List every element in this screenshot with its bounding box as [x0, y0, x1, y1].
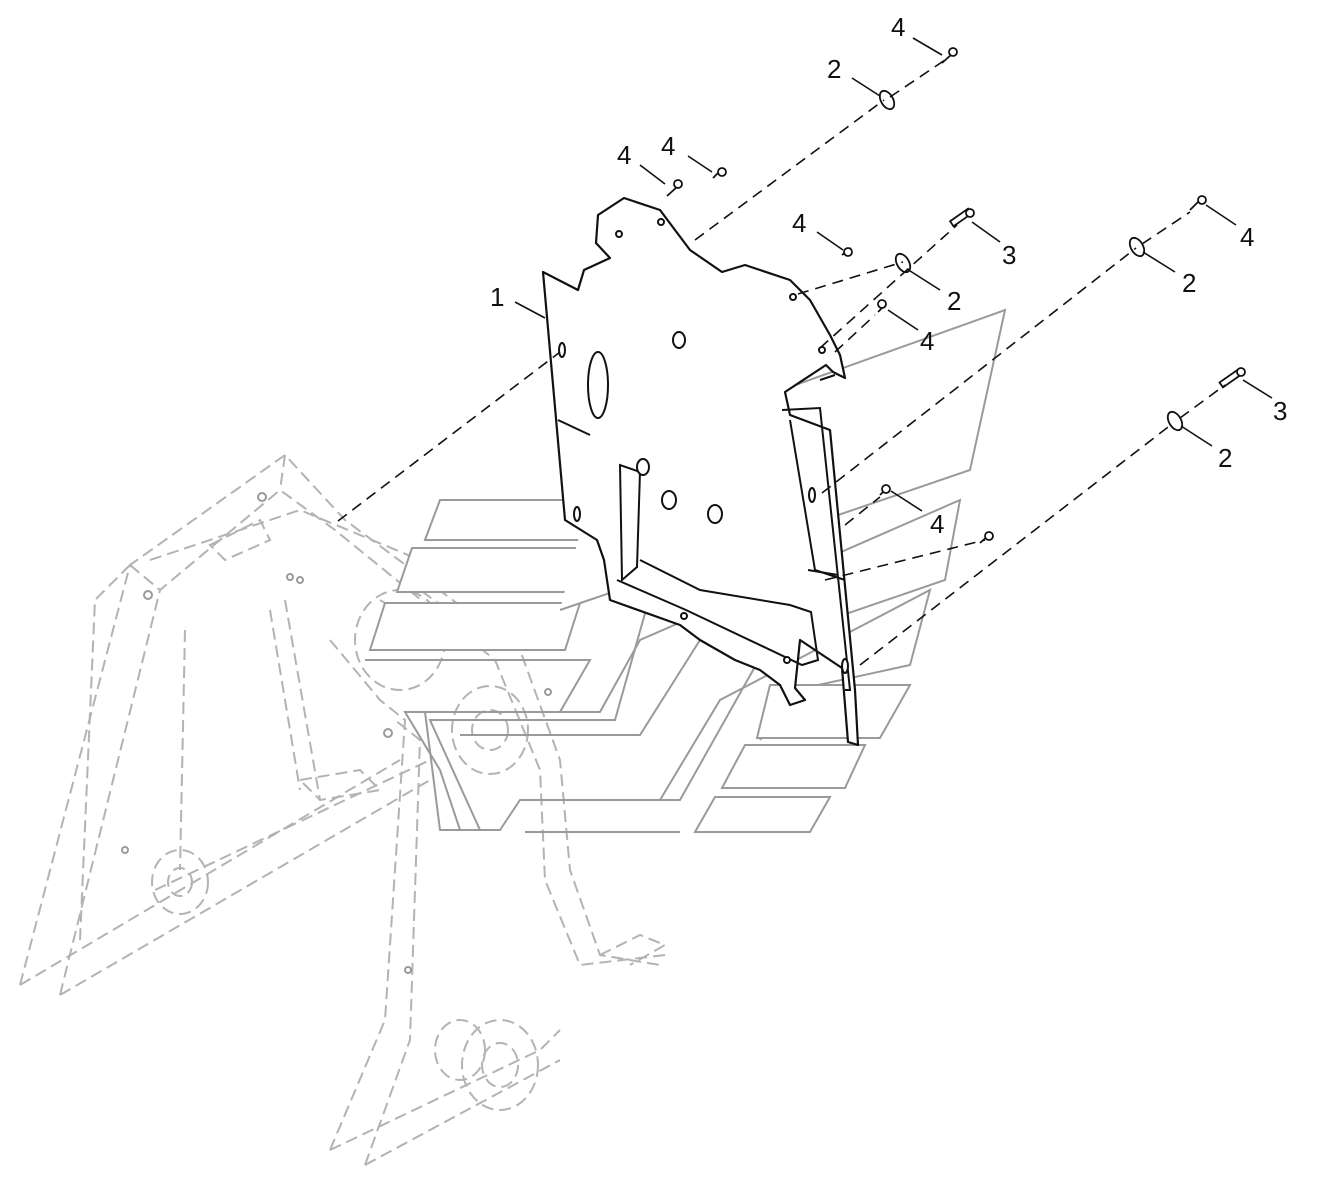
callout-bolt: 4 — [661, 131, 675, 161]
callout-washer: 2 — [1218, 443, 1232, 473]
callout-washer: 2 — [827, 54, 841, 84]
callout-part-1: 1 — [490, 282, 504, 312]
callout-washer: 2 — [1182, 268, 1196, 298]
callout-bolt: 4 — [792, 208, 806, 238]
bolt-icon — [841, 247, 853, 257]
callout-labels: 1 2 2 2 2 3 3 4 4 4 4 4 4 4 — [490, 12, 1287, 539]
bolt-icon — [712, 167, 727, 179]
hardware — [666, 47, 1246, 544]
callout-bolt: 4 — [930, 509, 944, 539]
washer-icon — [878, 89, 896, 111]
callout-bolt: 4 — [920, 326, 934, 356]
bolt-icon — [666, 179, 683, 197]
washer-icon — [894, 252, 912, 274]
callout-bolt: 4 — [891, 12, 905, 42]
callout-long-bolt: 3 — [1273, 396, 1287, 426]
callout-long-bolt: 3 — [1002, 240, 1016, 270]
panel-part-1 — [541, 196, 860, 747]
assembly-lines — [337, 59, 1226, 666]
callout-bolt: 4 — [1240, 222, 1254, 252]
bolt-icon — [979, 531, 994, 544]
callout-bolt: 4 — [617, 140, 631, 170]
long-bolt-icon — [1218, 367, 1246, 389]
callout-washer: 2 — [947, 286, 961, 316]
washer-icon — [1166, 410, 1184, 432]
washer-icon — [1128, 236, 1146, 258]
long-bolt-icon — [948, 207, 975, 228]
bolt-icon — [877, 299, 887, 313]
bolt-icon — [941, 47, 958, 64]
leader-lines — [514, 37, 1273, 512]
bolt-icon — [1189, 195, 1207, 211]
bolt-icon — [879, 484, 891, 496]
